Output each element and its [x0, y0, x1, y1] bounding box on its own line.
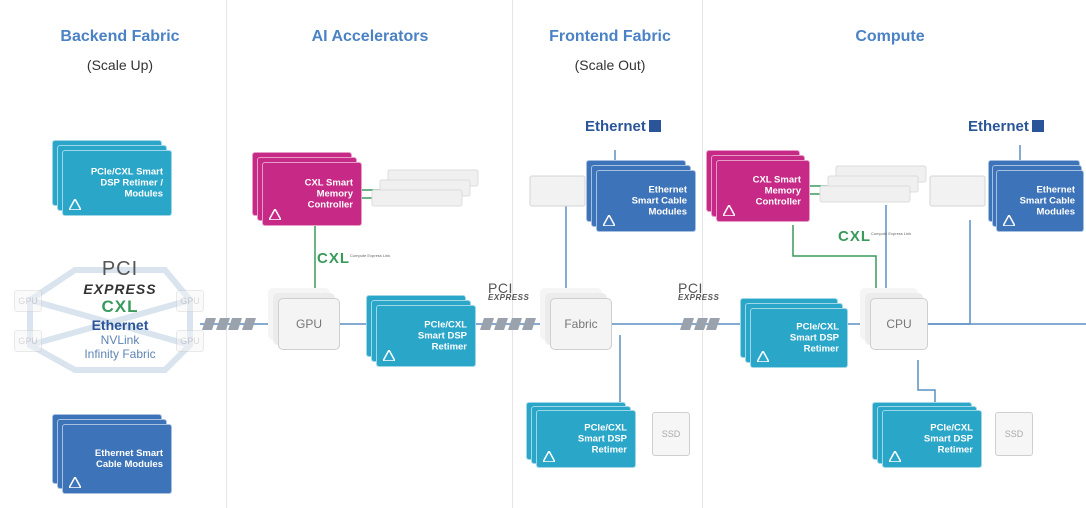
card-label: Ethernet Smart Cable Modules — [94, 448, 163, 470]
astera-logo-icon — [603, 215, 615, 226]
astera-logo-icon — [757, 351, 769, 362]
ethernet-logo: Ethernet — [585, 118, 661, 135]
cpu-cxl-line — [792, 225, 877, 292]
fabric-chip: Fabric — [550, 298, 612, 350]
pcie-logo-express: EXPRESS — [83, 281, 157, 297]
ethernet-logo: Ethernet — [968, 118, 1044, 135]
column-divider — [702, 0, 703, 508]
cxl-logo-text: CXL — [101, 297, 139, 316]
compute-title: Compute — [855, 28, 925, 45]
faded-gpu-node: GPU — [14, 330, 42, 352]
column-divider — [512, 0, 513, 508]
card-label: CXL Smart Memory Controller — [304, 177, 353, 211]
backend-subtitle: (Scale Up) — [86, 57, 154, 73]
backend-title: Backend Fabric — [60, 28, 180, 45]
left-protocol-stack: PCI EXPRESS CXL Ethernet NVLink Infinity… — [50, 258, 190, 361]
cxl-logo: CXLCompute Express Link — [317, 250, 391, 267]
cpu-chip: CPU — [870, 298, 928, 350]
nvlink-label: NVLink — [100, 333, 140, 347]
card-label: PCIe/CXL Smart DSP Retimer — [789, 321, 839, 355]
card-label: CXL Smart Memory Controller — [752, 174, 801, 208]
ethernet-logo-text: Ethernet — [91, 317, 149, 333]
cpu-retimer-line — [917, 360, 936, 405]
astera-logo-icon — [69, 199, 81, 210]
astera-logo-icon — [269, 209, 281, 220]
card-label: PCIe/CXL Smart DSP Retimer / Modules — [90, 166, 163, 200]
card-label: PCIe/CXL Smart DSP Retimer — [577, 422, 627, 456]
astera-logo-icon — [543, 451, 555, 462]
astera-logo-icon — [723, 205, 735, 216]
card-label: Ethernet Smart Cable Modules — [631, 184, 687, 218]
faded-gpu-node: GPU — [176, 330, 204, 352]
frontend-title: Frontend Fabric — [549, 28, 671, 45]
cpu-cable-line — [920, 220, 971, 325]
pcie-logo-text: PCI — [101, 258, 139, 280]
card-label: PCIe/CXL Smart DSP Retimer — [923, 422, 973, 456]
ssd-drive: SSD — [995, 412, 1033, 456]
faded-gpu-node: GPU — [176, 290, 204, 312]
infinity-fabric-label: Infinity Fabric — [84, 347, 156, 361]
card-label: Ethernet Smart Cable Modules — [1019, 184, 1075, 218]
ai-title: AI Accelerators — [311, 28, 429, 45]
frontend-subtitle: (Scale Out) — [574, 57, 646, 73]
astera-logo-icon — [69, 477, 81, 488]
ssd-drive: SSD — [652, 412, 690, 456]
astera-logo-icon — [383, 350, 395, 361]
faded-gpu-node: GPU — [14, 290, 42, 312]
cxl-logo: CXLCompute Express Link — [838, 228, 912, 245]
astera-logo-icon — [1003, 215, 1015, 226]
card-label: PCIe/CXL Smart DSP Retimer — [417, 319, 467, 353]
column-divider — [226, 0, 227, 508]
gpu-chip: GPU — [278, 298, 340, 350]
astera-logo-icon — [889, 451, 901, 462]
